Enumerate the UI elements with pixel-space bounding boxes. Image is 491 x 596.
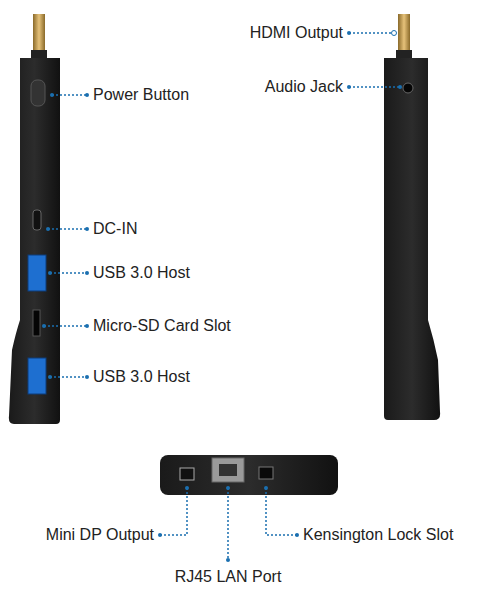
part-label: Kensington Lock Slot [303,526,453,544]
leader-dot [48,375,52,379]
kensington-slot [259,467,273,479]
leader-lines [44,33,400,560]
usb-port [28,255,46,291]
leader-line [160,488,187,535]
right-side-view [384,14,440,420]
stick-body [9,58,60,424]
part-label: HDMI Output [250,24,343,42]
leader-dot [185,486,189,490]
plug-collar [31,50,47,58]
leader-dot [85,271,89,275]
leader-dot [48,271,52,275]
leader-line [44,325,86,327]
leader-dot [85,227,89,231]
bottom-view [160,455,338,495]
leader-dot [158,533,162,537]
part-label: Audio Jack [265,78,343,96]
usb-port [28,358,46,394]
part-label: USB 3.0 Host [93,368,190,386]
leader-line [52,94,86,96]
left-side-view [9,14,60,424]
power-button [31,80,45,106]
leader-dots [42,31,402,563]
sd-slot [33,310,40,336]
part-label: DC-IN [93,220,137,238]
leader-dot [226,558,230,562]
leader-dot [347,31,351,35]
leader-dot [347,85,351,89]
leader-line [48,228,86,230]
part-label: Mini DP Output [46,526,154,544]
leader-dot [392,31,397,36]
part-label: Power Button [93,86,189,104]
leader-line [349,86,400,88]
stick-body [384,58,440,420]
part-label: USB 3.0 Host [93,264,190,282]
part-label: RJ45 LAN Port [175,568,282,586]
leader-dot [85,324,89,328]
leader-line [349,32,394,34]
leader-dot [398,85,402,89]
leader-dot [42,324,46,328]
plug-collar [396,50,412,58]
audio-jack [403,83,413,93]
dc-in-port [33,210,41,230]
leader-dot [295,533,299,537]
leader-dot [85,375,89,379]
rj45-port [212,458,244,482]
leader-dot [264,486,268,490]
part-label: Micro-SD Card Slot [93,317,231,335]
mini-dp-port [180,468,194,480]
stick-bottom [160,455,338,495]
leader-line [50,272,86,274]
rj45-socket [219,464,237,476]
leader-line [266,488,297,535]
leader-line [227,488,229,560]
leader-line [50,376,86,378]
leader-dot [85,93,89,97]
leader-dot [50,93,54,97]
leader-dot [226,486,230,490]
leader-dot [46,227,50,231]
